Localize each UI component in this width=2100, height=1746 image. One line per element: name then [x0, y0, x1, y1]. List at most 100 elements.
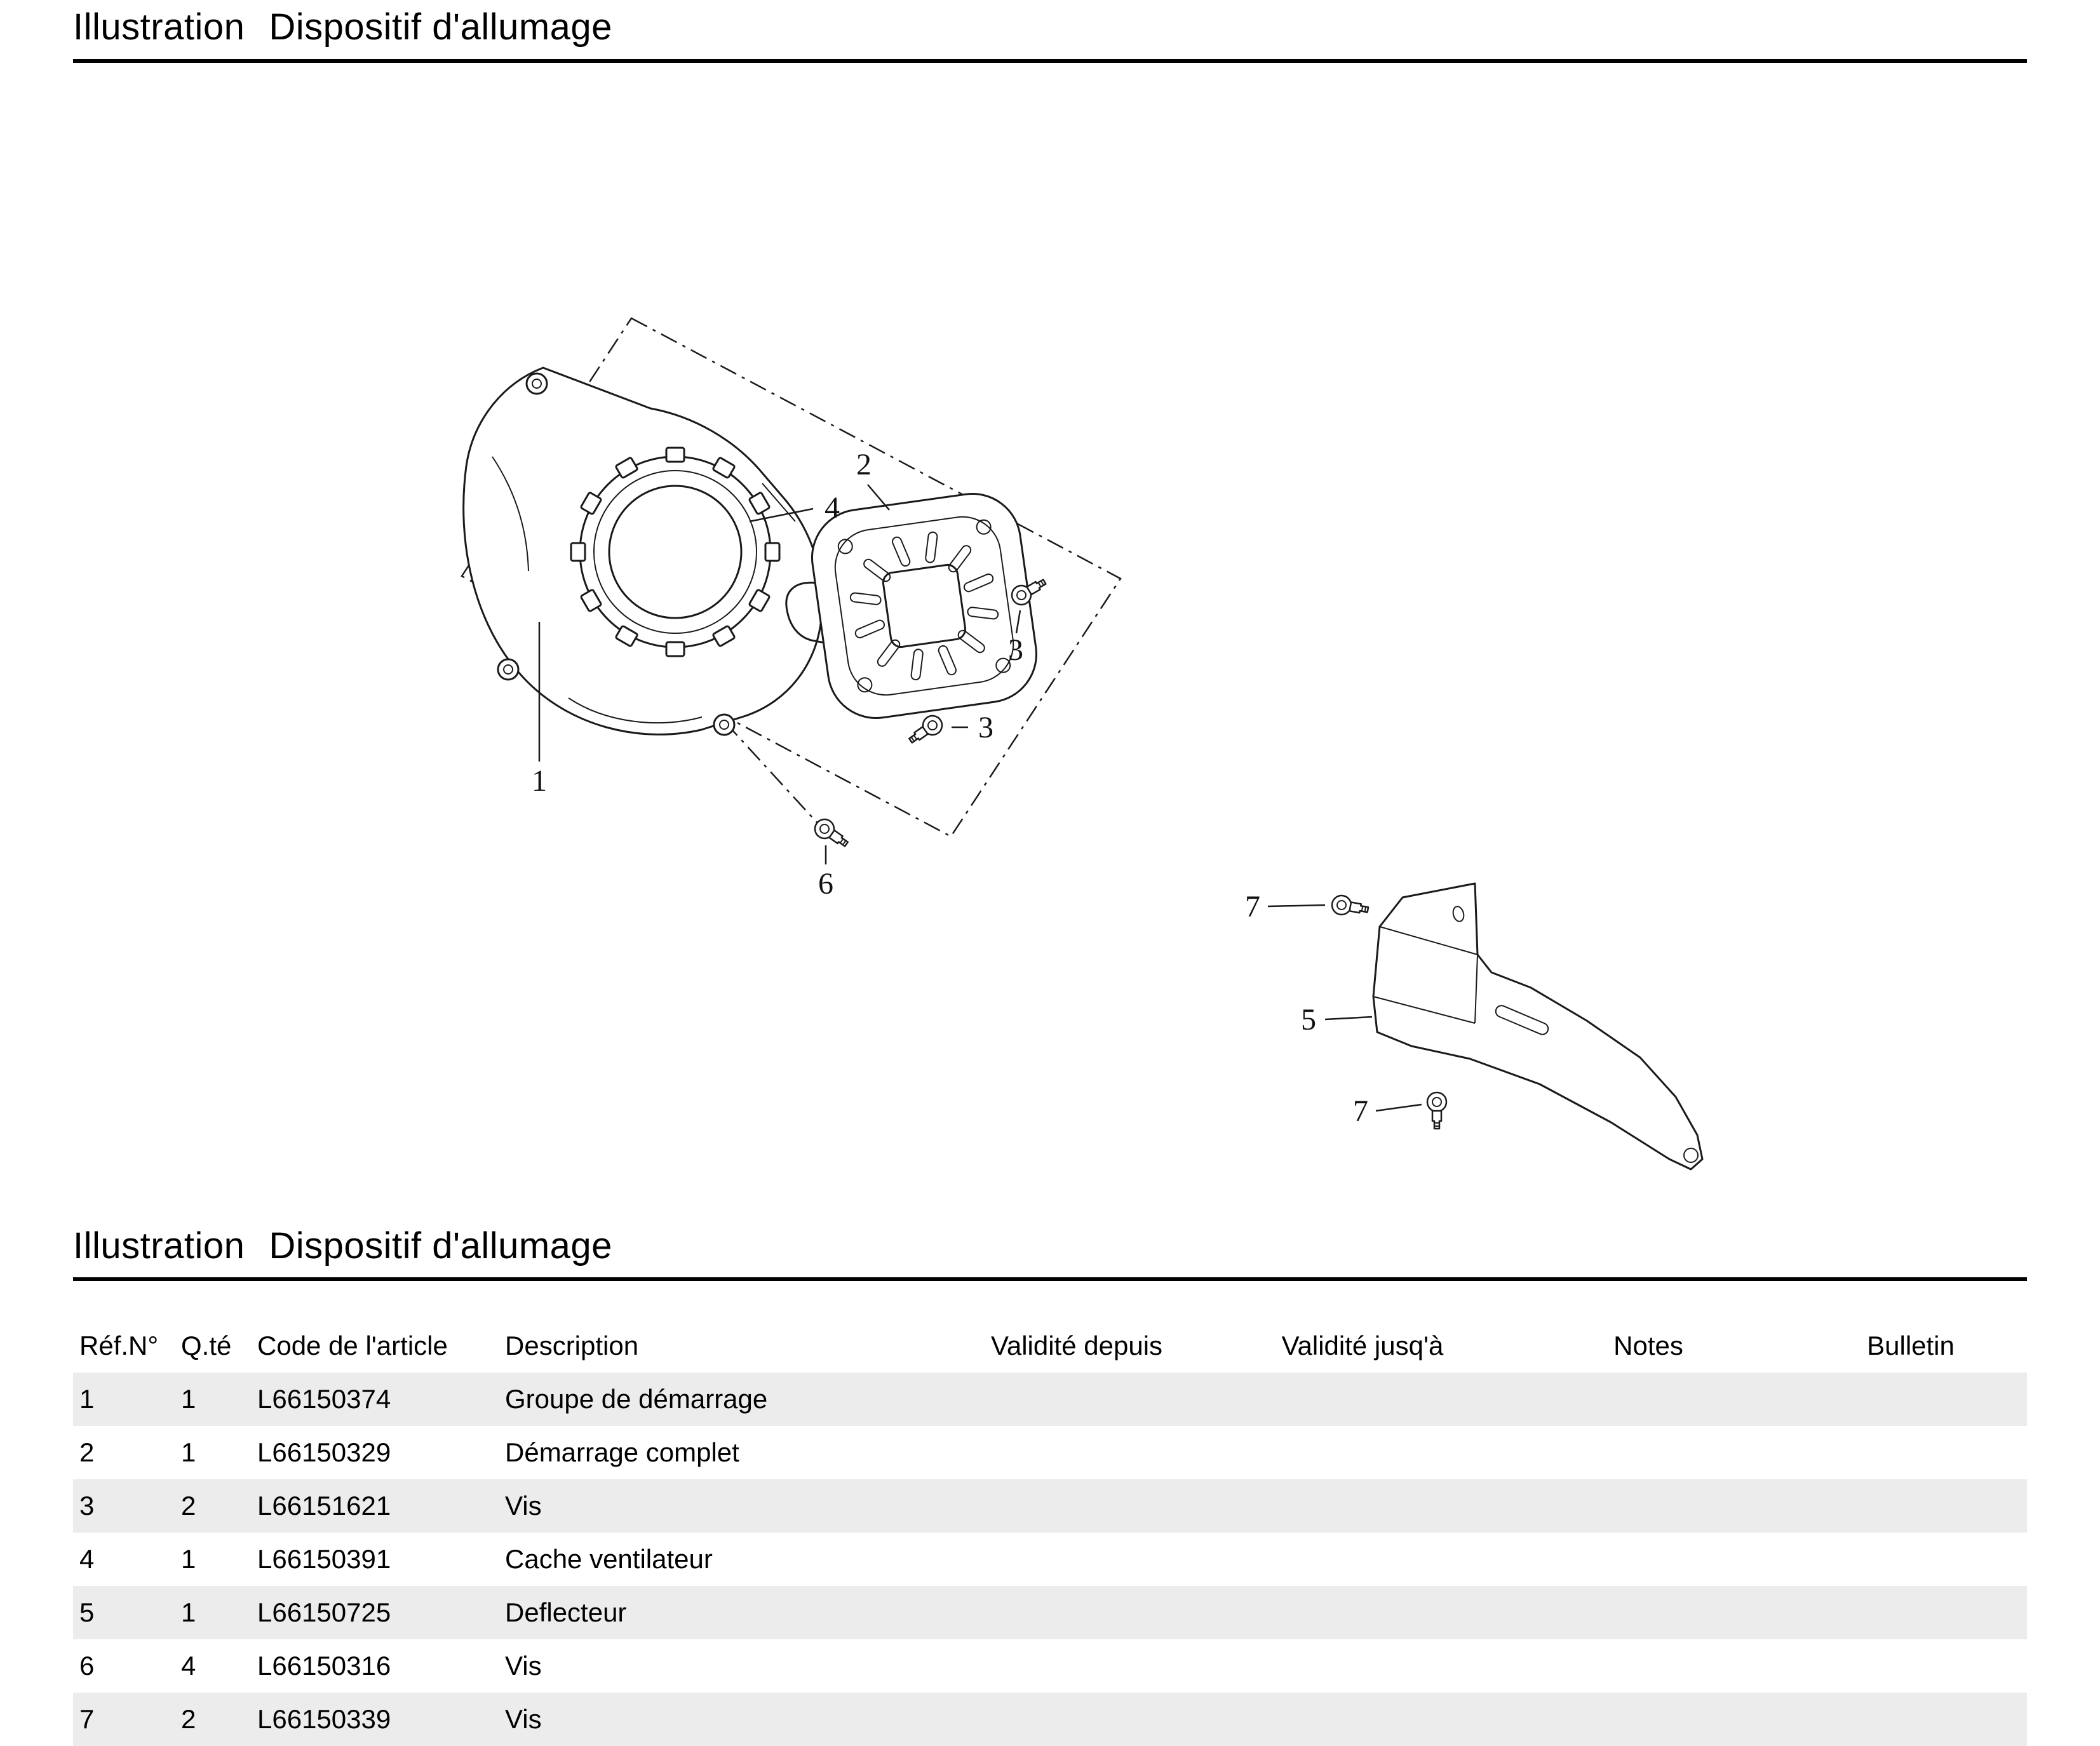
callout-1: 1 [532, 621, 547, 798]
callout-3b: 3 [952, 711, 993, 744]
callout-7a-label: 7 [1245, 890, 1260, 923]
cell-bulletin [1794, 1639, 2027, 1693]
page-title-name: Dispositif d'allumage [269, 6, 612, 48]
cell-code: L66151621 [257, 1491, 391, 1521]
callout-4-label: 4 [825, 491, 840, 525]
col-bulletin: Bulletin [1867, 1331, 1955, 1361]
cell-code: L66150339 [257, 1704, 391, 1735]
cell-ref: 3 [79, 1491, 95, 1521]
cell-code: L66150391 [257, 1544, 391, 1575]
table-title: Illustration Dispositif d'allumage [73, 1225, 2027, 1268]
cell-validite-depuis [931, 1479, 1223, 1533]
callout-7b: 7 [1353, 1094, 1422, 1128]
cell-description: Vis [505, 1491, 542, 1521]
col-validite-depuis: Validité depuis [990, 1331, 1163, 1361]
cell-bulletin [1794, 1373, 2027, 1426]
callout-5-label: 5 [1301, 1003, 1316, 1037]
table-header-row: Réf.N° Q.té Code de l'article Descriptio… [73, 1319, 2027, 1373]
cell-bulletin [1794, 1533, 2027, 1586]
deflector [1372, 882, 1704, 1171]
table-row: 4 1 L66150391 Cache ventilateur [73, 1533, 2027, 1586]
cell-code: L66150374 [257, 1384, 391, 1414]
cell-description: Vis [505, 1704, 542, 1735]
cell-qty: 1 [181, 1437, 196, 1468]
cell-validite-jusqua [1223, 1426, 1502, 1479]
cell-bulletin [1794, 1479, 2027, 1533]
mounting-ear [497, 372, 736, 736]
cell-qty: 2 [181, 1491, 196, 1521]
page-title: Illustration Dispositif d'allumage [73, 6, 2027, 49]
cell-qty: 1 [181, 1544, 196, 1575]
cell-qty: 2 [181, 1704, 196, 1735]
screw-icon [810, 814, 853, 853]
cell-ref: 7 [79, 1704, 95, 1735]
cell-ref: 1 [79, 1384, 95, 1414]
callout-7b-label: 7 [1353, 1094, 1368, 1128]
cell-notes [1502, 1693, 1794, 1746]
parts-table: Réf.N° Q.té Code de l'article Descriptio… [73, 1319, 2027, 1746]
table-row: 5 1 L66150725 Deflecteur [73, 1586, 2027, 1640]
title-rule [73, 58, 2027, 63]
cell-code: L66150725 [257, 1597, 391, 1628]
cell-validite-depuis [931, 1693, 1223, 1746]
table-row: 3 2 L66151621 Vis [73, 1479, 2027, 1533]
col-code: Code de l'article [257, 1331, 448, 1361]
cell-ref: 4 [79, 1544, 95, 1575]
callout-1-label: 1 [532, 764, 547, 798]
cell-validite-depuis [931, 1533, 1223, 1586]
callout-2-label: 2 [856, 448, 872, 481]
callout-4: 4 [749, 491, 840, 525]
table-title-name: Dispositif d'allumage [269, 1225, 612, 1266]
page-title-label: Illustration [73, 6, 245, 48]
cell-validite-jusqua [1223, 1479, 1502, 1533]
cell-ref: 2 [79, 1437, 95, 1468]
cell-validite-jusqua [1223, 1533, 1502, 1586]
callout-6: 6 [818, 845, 833, 901]
cell-validite-depuis [931, 1586, 1223, 1639]
cell-bulletin [1794, 1426, 2027, 1479]
cell-qty: 1 [181, 1384, 196, 1414]
cell-qty: 4 [181, 1651, 196, 1681]
col-description: Description [505, 1331, 639, 1361]
cell-validite-jusqua [1223, 1586, 1502, 1639]
table-row: 7 2 L66150339 Vis [73, 1693, 2027, 1746]
screw-icon [904, 711, 947, 749]
cell-description: Vis [505, 1651, 542, 1681]
cell-validite-jusqua [1223, 1639, 1502, 1693]
cell-bulletin [1794, 1586, 2027, 1639]
cell-bulletin [1794, 1693, 2027, 1746]
cell-code: L66150316 [257, 1651, 391, 1681]
cell-notes [1502, 1426, 1794, 1479]
callout-3a-label: 3 [1008, 633, 1023, 667]
col-qty: Q.té [181, 1331, 232, 1361]
cell-notes [1502, 1533, 1794, 1586]
callout-3a: 3 [1008, 610, 1023, 667]
cell-notes [1502, 1479, 1794, 1533]
cell-qty: 1 [181, 1597, 196, 1628]
callout-6-label: 6 [818, 867, 833, 901]
vent-slots [849, 531, 999, 680]
starter-assembly [785, 492, 1038, 719]
parts-list-section: Illustration Dispositif d'allumage Réf.N… [0, 1225, 2100, 1746]
cell-notes [1502, 1373, 1794, 1426]
cell-description: Cache ventilateur [505, 1544, 713, 1575]
screw-icon [1329, 893, 1371, 920]
callout-7a: 7 [1245, 890, 1326, 923]
table-title-rule [73, 1277, 2027, 1282]
ring-tabs [570, 447, 781, 657]
cell-description: Démarrage complet [505, 1437, 739, 1468]
cell-ref: 6 [79, 1651, 95, 1681]
cell-validite-depuis [931, 1639, 1223, 1693]
fan-ring [570, 447, 781, 657]
exploded-diagram: 1 2 3 3 4 5 6 7 7 [461, 317, 1704, 1171]
callout-5: 5 [1301, 1003, 1373, 1037]
col-ref: Réf.N° [79, 1331, 159, 1361]
table-row: 2 1 L66150329 Démarrage complet [73, 1426, 2027, 1479]
cell-validite-depuis [931, 1373, 1223, 1426]
cell-notes [1502, 1586, 1794, 1639]
cell-code: L66150329 [257, 1437, 391, 1468]
table-row: 1 1 L66150374 Groupe de démarrage [73, 1373, 2027, 1427]
cell-description: Groupe de démarrage [505, 1384, 768, 1414]
cell-ref: 5 [79, 1597, 95, 1628]
